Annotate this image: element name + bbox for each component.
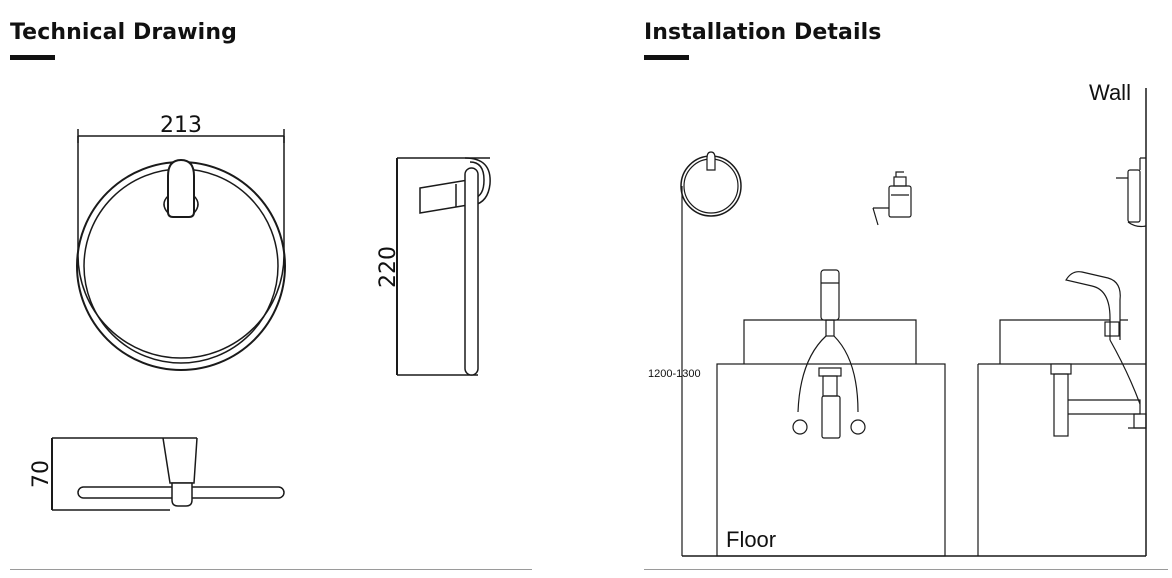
left-trap (821, 395, 841, 439)
holder-base-left (163, 195, 169, 214)
left-valve-hot (792, 419, 808, 435)
dispenser-wall-bracket (872, 207, 889, 226)
right-basin (999, 319, 1128, 364)
wall-dispenser-pump (1116, 157, 1146, 179)
dispenser-pump (893, 176, 907, 187)
right-waste-top (1050, 363, 1072, 375)
side-mount-inner (469, 161, 485, 199)
left-waste-body (822, 375, 838, 397)
right-cabinet (977, 363, 1146, 556)
side-holder-arm (419, 179, 469, 214)
backplate-outline (77, 136, 285, 359)
ring-holder-arm (167, 158, 195, 218)
towel-ring-mounted (680, 151, 742, 217)
soap-dispenser (872, 171, 912, 226)
side-view: 220 (376, 157, 491, 376)
right-tall-mixer (1065, 271, 1121, 340)
left-vanity (716, 269, 946, 557)
technical-drawing-title: Technical Drawing (10, 20, 237, 45)
side-ring-profile (464, 167, 479, 376)
towel-ring-small-holder (706, 151, 716, 171)
installation-details-panel: Installation Details Wall 1200-1300 (640, 0, 1172, 578)
right-valve (1133, 413, 1147, 429)
left-hose-cold (833, 335, 859, 413)
technical-drawing-bottom-rule (10, 569, 532, 570)
top-holder-knuckle (171, 482, 193, 507)
right-mixer-base (1104, 321, 1120, 337)
left-waste-top (818, 367, 842, 377)
wall-dispenser-body (1127, 169, 1141, 223)
left-mixer-shank (825, 319, 835, 337)
right-trap (1053, 373, 1069, 437)
wall-dispenser (1116, 157, 1147, 228)
dispenser-nozzle (895, 171, 904, 177)
height-dimension-label: 220 (376, 246, 401, 288)
dispenser-bottle (888, 185, 912, 218)
installation-details-title-underline (644, 55, 689, 60)
top-view: 70 (29, 437, 285, 511)
installation-details-title: Installation Details (644, 20, 882, 45)
front-view: 213 (76, 113, 286, 371)
right-supply-hose (1109, 339, 1141, 405)
installation-details-svg: Wall 1200-1300 (648, 80, 1147, 557)
wall-label: Wall (1089, 80, 1131, 105)
technical-drawing-title-underline (10, 55, 55, 60)
right-vanity (977, 271, 1147, 556)
depth-dimension-label: 70 (29, 460, 54, 488)
top-holder-outline (162, 437, 198, 484)
technical-drawing-svg: 213 220 70 (29, 113, 491, 511)
height-range-label: 1200-1300 (648, 368, 701, 380)
left-hose-hot (797, 335, 827, 413)
left-cabinet (716, 363, 946, 557)
wall-dispenser-bracket (1127, 221, 1147, 228)
width-dimension-label: 213 (160, 113, 202, 138)
installation-details-bottom-rule (644, 569, 1168, 570)
side-mount-curve (464, 157, 491, 206)
left-valve-cold (850, 419, 866, 435)
technical-drawing-panel: Technical Drawing 213 220 (0, 0, 560, 578)
floor-label: Floor (726, 527, 776, 552)
right-waste-pipe (1068, 399, 1141, 415)
holder-base-right (193, 195, 199, 214)
left-basin (743, 319, 917, 364)
left-mixer-body (820, 269, 840, 321)
